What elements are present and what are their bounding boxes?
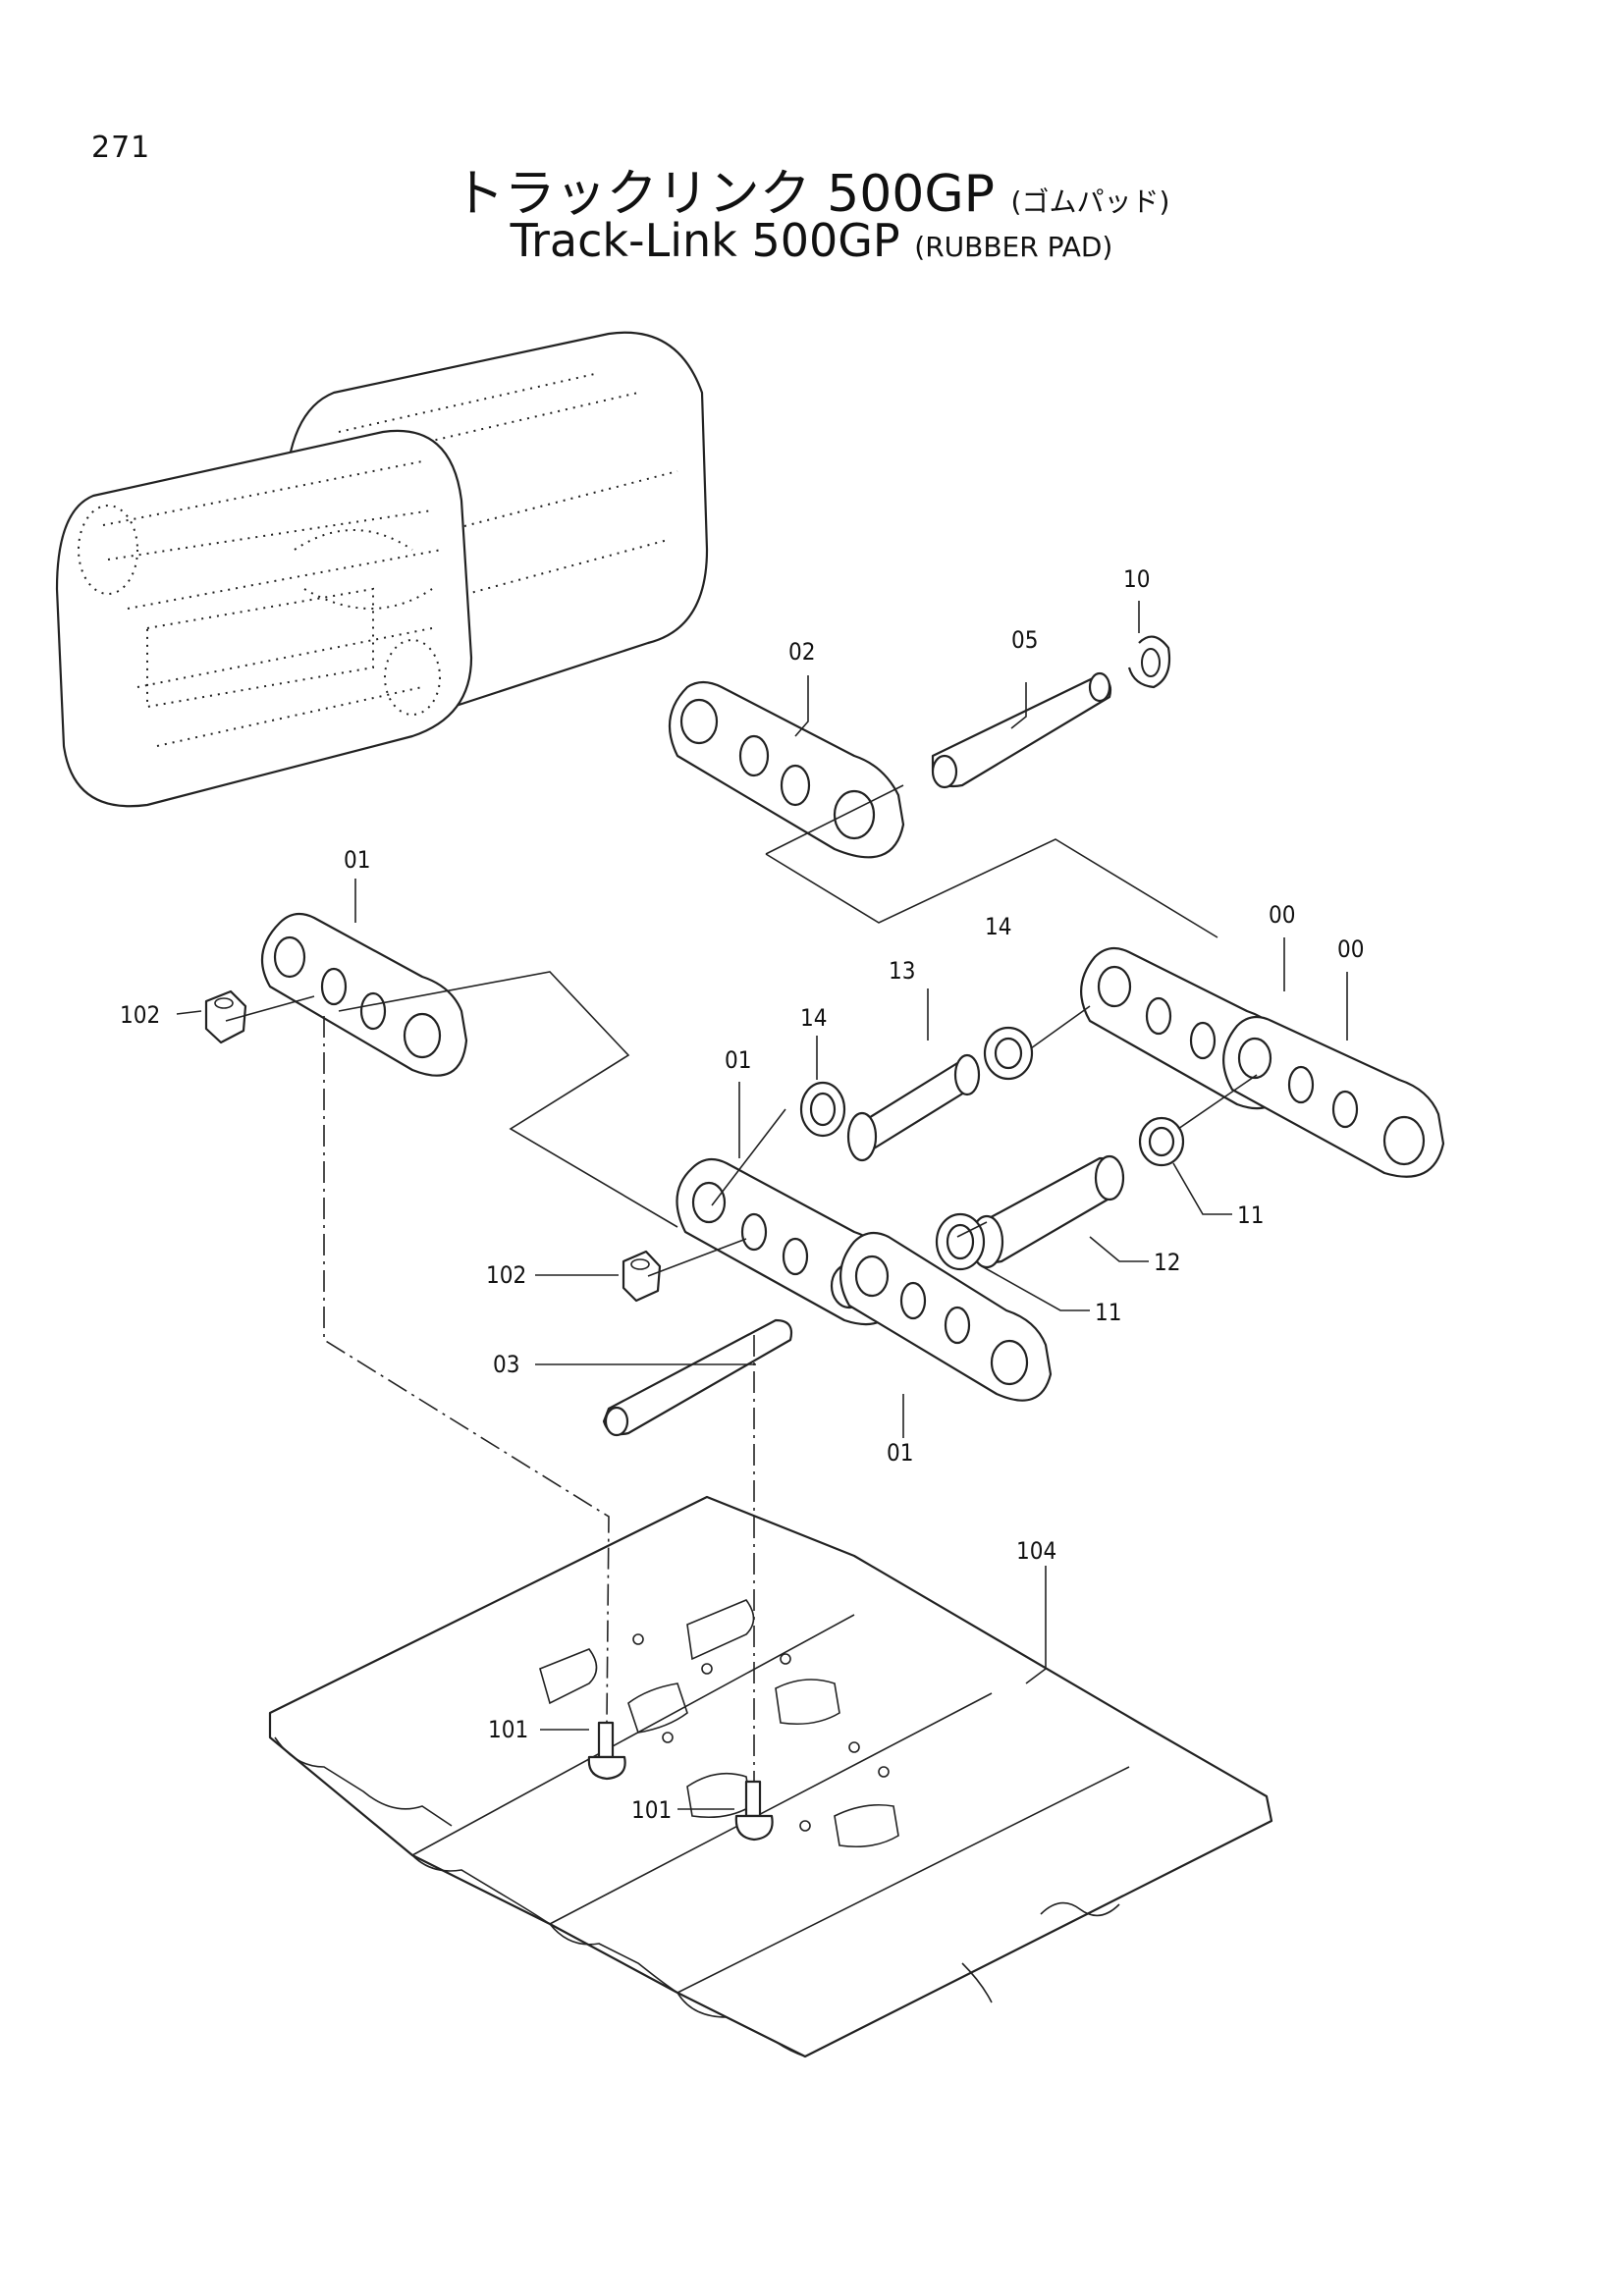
- track-link-02: [668, 680, 905, 859]
- bolt-101-lower: [734, 1780, 774, 1842]
- title-en-sub: (RUBBER PAD): [914, 231, 1113, 263]
- nut-102-left: [204, 989, 247, 1044]
- callout-05: 05: [1011, 626, 1038, 654]
- title-english: Track-Link 500GP (RUBBER PAD): [0, 214, 1623, 267]
- snap-ring-10: [1127, 635, 1171, 689]
- callout-01-bottom: 01: [887, 1439, 913, 1467]
- bolt-101-upper: [587, 1721, 626, 1781]
- rubber-pad-104: [268, 1495, 1273, 2058]
- callout-11-right: 11: [1237, 1201, 1264, 1229]
- callout-00-second: 00: [1337, 935, 1364, 963]
- callout-00-first: 00: [1269, 901, 1295, 929]
- undercarriage-overview: [55, 331, 709, 808]
- callout-labels: 02 05 10 01 102 00 00 13 14 14 01 11 12 …: [120, 565, 1364, 1824]
- callout-02: 02: [788, 638, 815, 666]
- seal-11-right: [1138, 1116, 1185, 1167]
- assembly-lines: [225, 784, 1258, 1782]
- callout-11-left: 11: [1095, 1299, 1121, 1326]
- track-link-01-center: [676, 1157, 1053, 1402]
- pin-05: [931, 671, 1112, 789]
- callout-14-upper: 14: [985, 913, 1011, 940]
- callout-10: 10: [1123, 565, 1150, 593]
- callout-102-center: 102: [486, 1261, 526, 1289]
- title-jp-main: トラックリンク 500GP: [453, 165, 996, 224]
- track-link-01-left: [260, 912, 468, 1077]
- callout-13: 13: [889, 957, 915, 985]
- seal-11-left: [935, 1212, 986, 1271]
- callout-01-left: 01: [344, 846, 370, 874]
- pin-03: [602, 1318, 793, 1437]
- title-en-main: Track-Link 500GP: [510, 214, 900, 267]
- title-jp-sub: (ゴムパッド): [1010, 186, 1170, 218]
- title-japanese: トラックリンク 500GP (ゴムパッド): [0, 152, 1623, 226]
- page-number: 271: [91, 131, 151, 165]
- callout-14-lower: 14: [800, 1004, 827, 1032]
- nut-102-center: [622, 1250, 662, 1303]
- callout-12: 12: [1154, 1249, 1180, 1276]
- callout-03: 03: [493, 1351, 519, 1378]
- bushing-12: [969, 1154, 1125, 1269]
- callout-101-lower: 101: [631, 1796, 672, 1824]
- bushing-13: [846, 1053, 981, 1162]
- callout-104: 104: [1016, 1537, 1056, 1565]
- callout-101-upper: 101: [488, 1716, 528, 1743]
- callout-102-left: 102: [120, 1001, 160, 1029]
- seal-14-lower: [799, 1081, 846, 1138]
- callout-01-center: 01: [725, 1046, 751, 1074]
- track-link-00-pair: [1080, 946, 1445, 1178]
- leader-lines: [176, 601, 1348, 1810]
- seal-14-upper: [983, 1026, 1034, 1081]
